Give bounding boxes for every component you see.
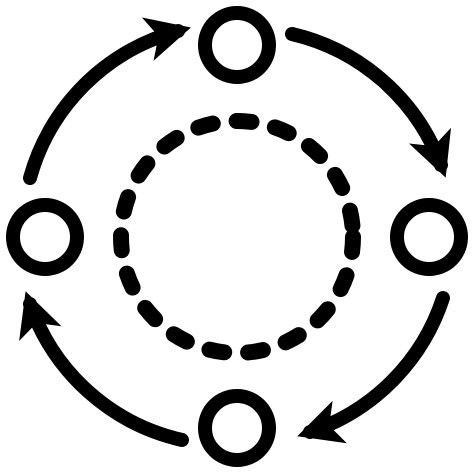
center-dashed-circle [113,113,361,361]
node-left [6,198,84,276]
arrow-bottom-right [297,291,450,444]
node-top [198,6,276,84]
arrow-top-left [23,17,191,185]
arrow-bottom-left [19,291,189,447]
arrow-top-right [285,27,451,178]
node-right [390,198,468,276]
node-bottom [198,389,276,467]
